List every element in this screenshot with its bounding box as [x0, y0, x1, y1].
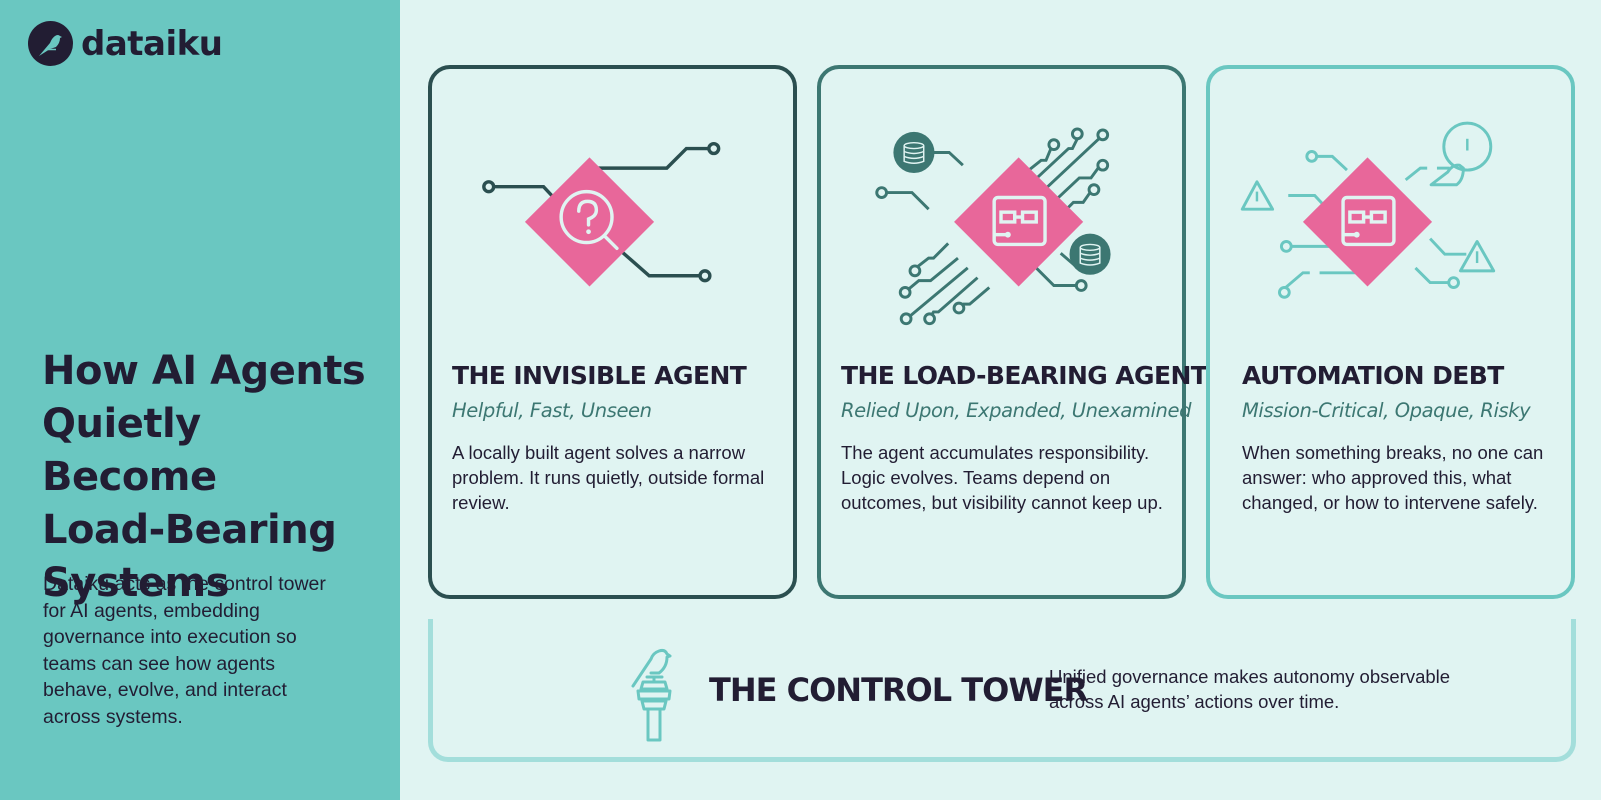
dataiku-logo[interactable]: dataiku [28, 21, 223, 66]
bird-logo-icon [28, 21, 73, 66]
hero-description: Dataiku acts as the control tower for AI… [43, 573, 326, 728]
card-body: When something breaks, no one can answer… [1242, 442, 1544, 513]
agent-robot-icon [875, 127, 1111, 326]
card-subtitle: Relied Upon, Expanded, Unexamined [841, 399, 1192, 422]
card-subtitle: Helpful, Fast, Unseen [452, 399, 652, 422]
card-subtitle: Mission-Critical, Opaque, Risky [1242, 399, 1531, 422]
card-body: A locally built agent solves a narrow pr… [452, 442, 765, 513]
card-body: The agent accumulates responsibility. Lo… [841, 442, 1163, 513]
control-tower-panel: THE CONTROL TOWER Unified governance mak… [428, 619, 1576, 762]
control-tower-description: Unified governance makes autonomy observ… [1049, 666, 1451, 712]
card-title: THE LOAD-BEARING AGENT [841, 361, 1208, 390]
control-tower-bird-icon [631, 648, 672, 742]
card-title: THE INVISIBLE AGENT [452, 361, 747, 390]
agent-robot-warning-icon [1240, 121, 1496, 299]
control-tower-title: THE CONTROL TOWER [709, 671, 1088, 709]
card-title: AUTOMATION DEBT [1242, 361, 1504, 390]
sidebar: dataiku How AI Agents Quietly Become Loa… [0, 0, 400, 800]
magnifier-question-icon [482, 141, 721, 287]
brand-name: dataiku [81, 23, 223, 64]
card-invisible-agent: THE INVISIBLE AGENT Helpful, Fast, Unsee… [428, 65, 797, 599]
card-automation-debt: AUTOMATION DEBT Mission-Critical, Opaque… [1206, 65, 1575, 599]
page-title: How AI Agents Quietly Become Load-Bearin… [42, 348, 366, 606]
card-load-bearing-agent: THE LOAD-BEARING AGENT Relied Upon, Expa… [817, 65, 1208, 599]
